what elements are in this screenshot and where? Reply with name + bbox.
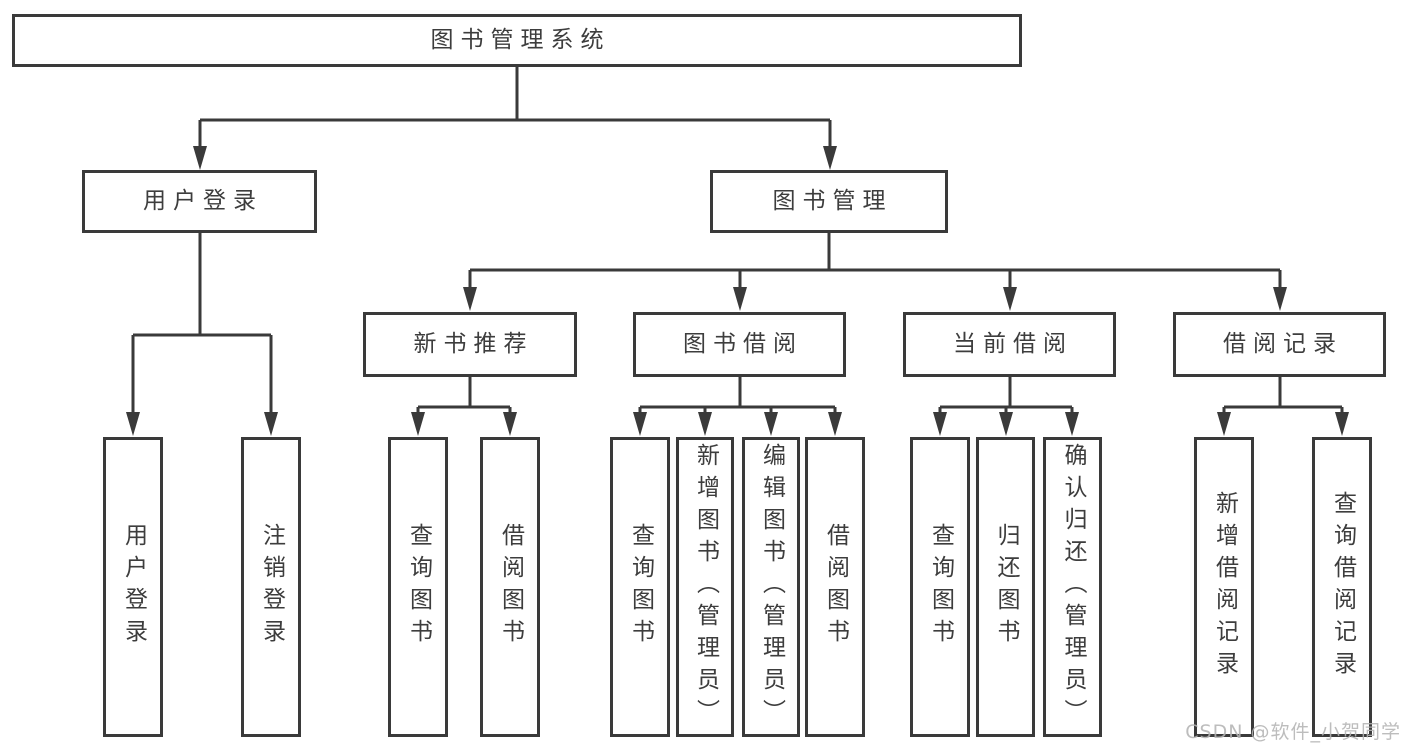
leaf-user-login-label: 用户登录 — [120, 523, 147, 651]
leaf-confirm-return-admin-label: 确认归还（管理员） — [1060, 443, 1086, 731]
node-book-borrowing: 图书借阅 — [633, 312, 846, 377]
node-library-management-system-label: 图书管理系统 — [430, 27, 611, 53]
leaf-borrow-books-recommend: 借阅图书 — [480, 437, 540, 737]
leaf-logout: 注销登录 — [241, 437, 301, 737]
leaf-borrow-books-recommend-label: 借阅图书 — [497, 523, 524, 651]
node-new-book-recommendation-label: 新书推荐 — [413, 331, 534, 357]
leaf-query-borrow-record: 查询借阅记录 — [1312, 437, 1372, 737]
leaf-query-books-current-label: 查询图书 — [927, 523, 954, 651]
leaf-add-book-admin: 新增图书（管理员） — [676, 437, 734, 737]
arrowhead-icons — [126, 146, 1349, 436]
node-user-login-label: 用户登录 — [143, 188, 263, 214]
leaf-query-books-recommend: 查询图书 — [388, 437, 448, 737]
node-library-management-system: 图书管理系统 — [12, 14, 1022, 67]
leaf-add-book-admin-label: 新增图书（管理员） — [692, 443, 719, 731]
leaf-query-books-recommend-label: 查询图书 — [405, 523, 432, 651]
leaf-query-books-borrowing: 查询图书 — [610, 437, 670, 737]
leaf-add-borrow-record: 新增借阅记录 — [1194, 437, 1254, 737]
connector-lines — [131, 67, 1344, 414]
leaf-query-borrow-record-label: 查询借阅记录 — [1329, 491, 1356, 683]
csdn-watermark: CSDN @软件_小贺同学 — [1185, 721, 1401, 743]
node-book-management-label: 图书管理 — [772, 188, 893, 214]
leaf-borrow-books-borrowing-label: 借阅图书 — [822, 523, 849, 651]
leaf-edit-book-admin: 编辑图书（管理员） — [742, 437, 800, 737]
node-borrowing-records: 借阅记录 — [1173, 312, 1386, 377]
node-book-management: 图书管理 — [710, 170, 948, 233]
leaf-confirm-return-admin: 确认归还（管理员） — [1043, 437, 1102, 737]
leaf-return-book-label: 归还图书 — [993, 523, 1019, 651]
leaf-return-book: 归还图书 — [976, 437, 1035, 737]
leaf-user-login: 用户登录 — [103, 437, 163, 737]
leaf-add-borrow-record-label: 新增借阅记录 — [1211, 491, 1238, 683]
leaf-query-books-borrowing-label: 查询图书 — [627, 523, 654, 651]
node-borrowing-records-label: 借阅记录 — [1223, 331, 1343, 357]
node-current-borrowing: 当前借阅 — [903, 312, 1116, 377]
leaf-logout-label: 注销登录 — [258, 523, 285, 651]
leaf-query-books-current: 查询图书 — [910, 437, 970, 737]
leaf-borrow-books-borrowing: 借阅图书 — [805, 437, 865, 737]
node-book-borrowing-label: 图书借阅 — [683, 331, 803, 357]
node-current-borrowing-label: 当前借阅 — [953, 331, 1073, 357]
leaf-edit-book-admin-label: 编辑图书（管理员） — [758, 443, 785, 731]
node-new-book-recommendation: 新书推荐 — [363, 312, 577, 377]
node-user-login: 用户登录 — [82, 170, 317, 233]
